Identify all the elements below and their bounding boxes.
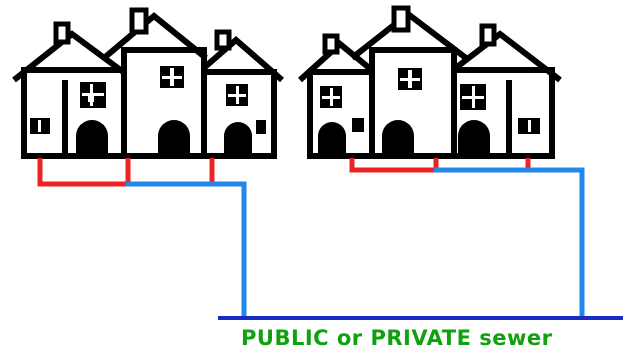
garage-door xyxy=(76,120,108,156)
shared-lateral-left xyxy=(126,181,247,316)
garage-door xyxy=(158,120,190,156)
window xyxy=(352,118,364,132)
garage-door xyxy=(382,120,414,156)
garage-door xyxy=(318,122,346,156)
sewer-label: PUBLIC or PRIVATE sewer xyxy=(241,326,553,350)
garage-door xyxy=(458,120,490,156)
house-group-left-details xyxy=(30,66,266,156)
garage-door xyxy=(224,122,252,156)
window xyxy=(256,120,266,134)
house-left-2 xyxy=(102,7,208,159)
shared-lateral-right xyxy=(434,167,585,316)
private-laterals-left xyxy=(37,158,215,187)
house-left-1 xyxy=(12,21,136,159)
